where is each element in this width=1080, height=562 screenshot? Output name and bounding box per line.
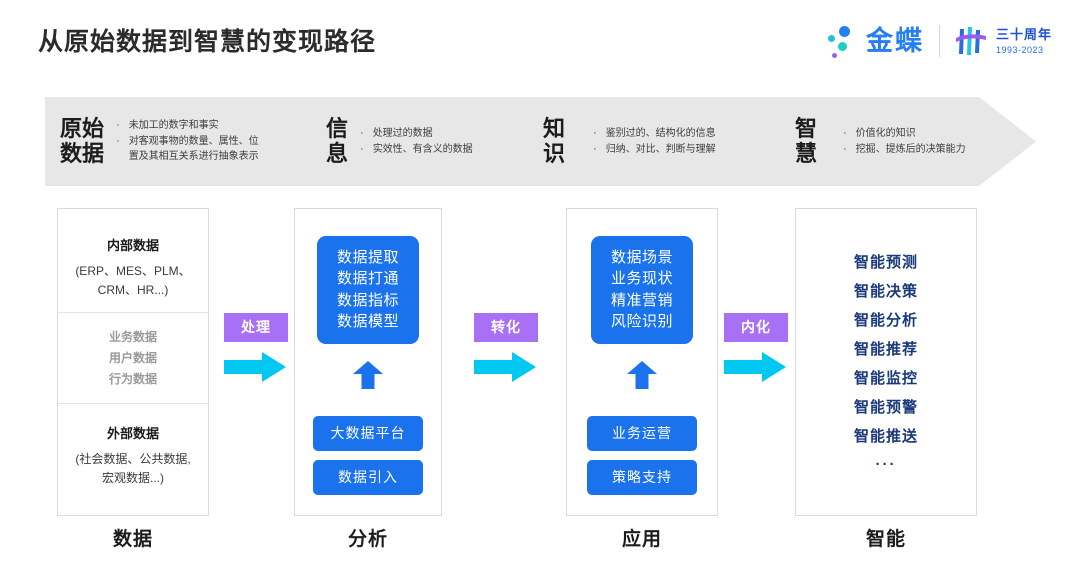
banner-segment-bullets: ·未加工的数字和事实 ·对客观事物的数量、属性、位 ·置及其相互关系进行抽象表示 (116, 119, 259, 163)
analysis-main-item: 数据模型 (336, 312, 399, 330)
bullet-dot-icon: · (593, 142, 597, 155)
internal-data-subtitle: (ERP、MES、PLM、 CRM、HR...) (75, 264, 191, 297)
up-arrow-icon (627, 361, 657, 389)
application-pill-operations: 业务运营 (587, 416, 697, 451)
connector-label: 内化 (724, 313, 788, 342)
external-data-block: 外部数据 (社会数据、公共数据, 宏观数据...) (58, 403, 208, 487)
bullet-dot-icon: · (593, 127, 597, 139)
external-data-title: 外部数据 (106, 426, 159, 441)
bullet-dot-icon: · (116, 134, 120, 147)
banner-segment-title: 智 慧 (795, 115, 818, 166)
column-footer-label-data: 数据 (112, 529, 153, 550)
analysis-pill-ingest: 数据引入 (313, 460, 423, 495)
banner-segment-bullets: ·价值化的知识 ·挖掘、提炼后的决策能力 (843, 127, 966, 155)
intelligence-item: 智能监控 (853, 370, 918, 387)
anniversary-years: 1993-2023 (995, 44, 1044, 55)
column-footer-label-analysis: 分析 (347, 529, 388, 550)
bullet-dot-icon: · (843, 127, 847, 139)
intelligence-item: 智能推荐 (853, 341, 918, 358)
data-types-list: 业务数据 用户数据 行为数据 (58, 312, 208, 403)
connector-processing: 处理 (224, 313, 288, 383)
connector-label: 处理 (224, 313, 288, 342)
banner-segment-title: 原始 数据 (60, 115, 105, 166)
bullet-dot-icon: · (116, 119, 120, 132)
brand-name: 金蝶 (865, 25, 924, 56)
data-type-item: 业务数据 (108, 330, 157, 344)
internal-data-block: 内部数据 (ERP、MES、PLM、 CRM、HR...) (58, 209, 208, 299)
analysis-pill-platform: 大数据平台 (313, 416, 423, 451)
application-main-box: 数据场景 业务现状 精准营销 风险识别 (591, 236, 693, 345)
connector-internalization: 内化 (724, 313, 788, 383)
divider (58, 312, 208, 313)
banner-segment-title: 信 息 (326, 115, 349, 166)
application-main-item: 业务现状 (610, 270, 673, 288)
banner-segment-title: 知 识 (543, 115, 566, 166)
up-arrow-icon (353, 361, 383, 389)
anniversary-title: 三十周年 (995, 26, 1052, 42)
column-footer-label-intelligence: 智能 (865, 529, 906, 550)
bullet-dot-icon: · (843, 142, 847, 155)
column-data: 内部数据 (ERP、MES、PLM、 CRM、HR...) 业务数据 用户数据 … (57, 208, 209, 516)
column-footer-label-application: 应用 (621, 529, 662, 550)
banner-segment-raw-data: 原始 数据 ·未加工的数字和事实 ·对客观事物的数量、属性、位 ·置及其相互关系… (60, 97, 259, 186)
connector-transformation: 转化 (474, 313, 538, 383)
analysis-main-item: 数据指标 (336, 291, 399, 309)
page-title: 从原始数据到智慧的变现路径 (38, 28, 377, 56)
column-intelligence: 智能预测 智能决策 智能分析 智能推荐 智能监控 智能预警 智能推送 ··· (795, 208, 977, 516)
brand-divider (938, 25, 940, 57)
application-pill-strategy: 策略支持 (587, 460, 697, 495)
banner-segment-information: 信 息 ·处理过的数据 ·实效性、有含义的数据 (326, 97, 473, 186)
application-main-item: 数据场景 (610, 249, 673, 266)
kingdee-dots-icon (827, 24, 857, 58)
dikw-banner: 原始 数据 ·未加工的数字和事实 ·对客观事物的数量、属性、位 ·置及其相互关系… (45, 97, 1036, 186)
right-arrow-icon (224, 352, 286, 382)
kingdee-brand-lockup: 金蝶 三十周年 1993-2023 (827, 20, 1052, 62)
application-main-item: 精准营销 (610, 291, 673, 309)
banner-arrow-shape (45, 97, 1036, 186)
data-type-item: 用户数据 (108, 351, 157, 365)
analysis-main-item: 数据打通 (336, 270, 399, 288)
banner-segment-bullets: ·处理过的数据 ·实效性、有含义的数据 (360, 127, 473, 155)
divider (58, 403, 208, 404)
internal-data-title: 内部数据 (106, 238, 159, 253)
column-analysis: 数据提取 数据打通 数据指标 数据模型 大数据平台 数据引入 (294, 208, 442, 516)
right-arrow-icon (474, 352, 536, 382)
analysis-main-item: 数据提取 (336, 249, 399, 266)
intelligence-item: 智能预警 (853, 399, 918, 416)
banner-segment-wisdom: 智 慧 ·价值化的知识 ·挖掘、提炼后的决策能力 (795, 97, 966, 186)
intelligence-item: 智能决策 (853, 283, 918, 300)
anniversary-brush-icon (955, 27, 986, 55)
intelligence-ellipsis: ··· (875, 456, 897, 473)
bullet-dot-icon: · (360, 127, 364, 139)
intelligence-capability-list: 智能预测 智能决策 智能分析 智能推荐 智能监控 智能预警 智能推送 ··· (796, 209, 976, 515)
column-application: 数据场景 业务现状 精准营销 风险识别 业务运营 策略支持 (566, 208, 718, 516)
anniversary-lockup: 三十周年 1993-2023 (955, 25, 1052, 57)
application-main-item: 风险识别 (610, 312, 673, 330)
intelligence-item: 智能分析 (853, 312, 918, 329)
banner-segment-bullets: ·鉴别过的、结构化的信息 ·归纳、对比、判断与理解 (593, 127, 716, 155)
analysis-main-box: 数据提取 数据打通 数据指标 数据模型 (317, 236, 419, 345)
banner-segment-knowledge: 知 识 ·鉴别过的、结构化的信息 ·归纳、对比、判断与理解 (543, 97, 716, 186)
right-arrow-icon (724, 352, 786, 382)
data-type-item: 行为数据 (108, 372, 157, 386)
bullet-dot-icon: · (360, 142, 364, 155)
intelligence-item: 智能推送 (853, 428, 918, 445)
external-data-subtitle: (社会数据、公共数据, 宏观数据...) (75, 452, 191, 485)
connector-label: 转化 (474, 313, 538, 342)
intelligence-item: 智能预测 (853, 254, 918, 271)
